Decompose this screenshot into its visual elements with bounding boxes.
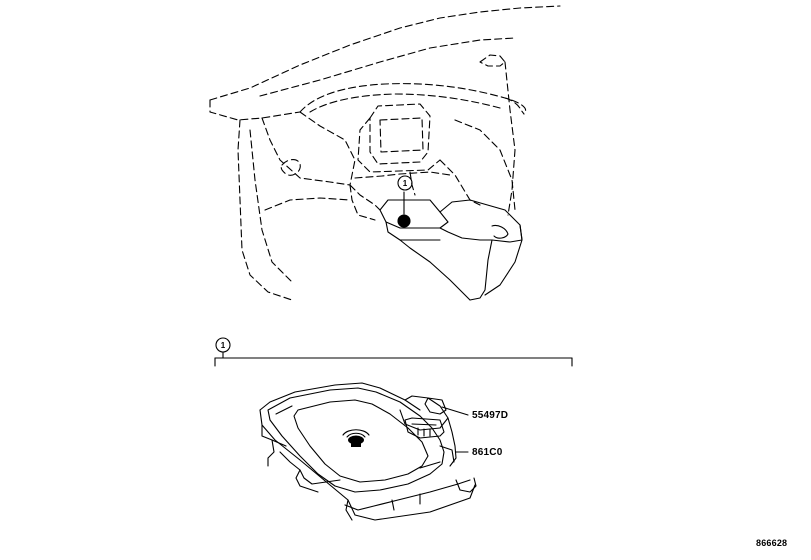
wireless-charger-assembly <box>259 382 477 521</box>
wireless-charging-icon <box>342 429 370 447</box>
group-bracket <box>214 351 573 367</box>
part-label-861C0[interactable]: 861C0 <box>472 447 503 458</box>
illustration-id: 866628 <box>756 538 788 548</box>
callout-number-bracket: 1 <box>221 341 226 350</box>
callout-number-top: 1 <box>403 179 408 188</box>
callout-circle-top <box>397 175 413 191</box>
part-label-55497D[interactable]: 55497D <box>472 410 509 421</box>
dashboard-outline <box>209 5 561 301</box>
callout-circle-bracket <box>215 337 231 353</box>
leader-55497D <box>441 406 469 416</box>
location-marker <box>397 214 411 228</box>
center-console <box>379 199 523 301</box>
